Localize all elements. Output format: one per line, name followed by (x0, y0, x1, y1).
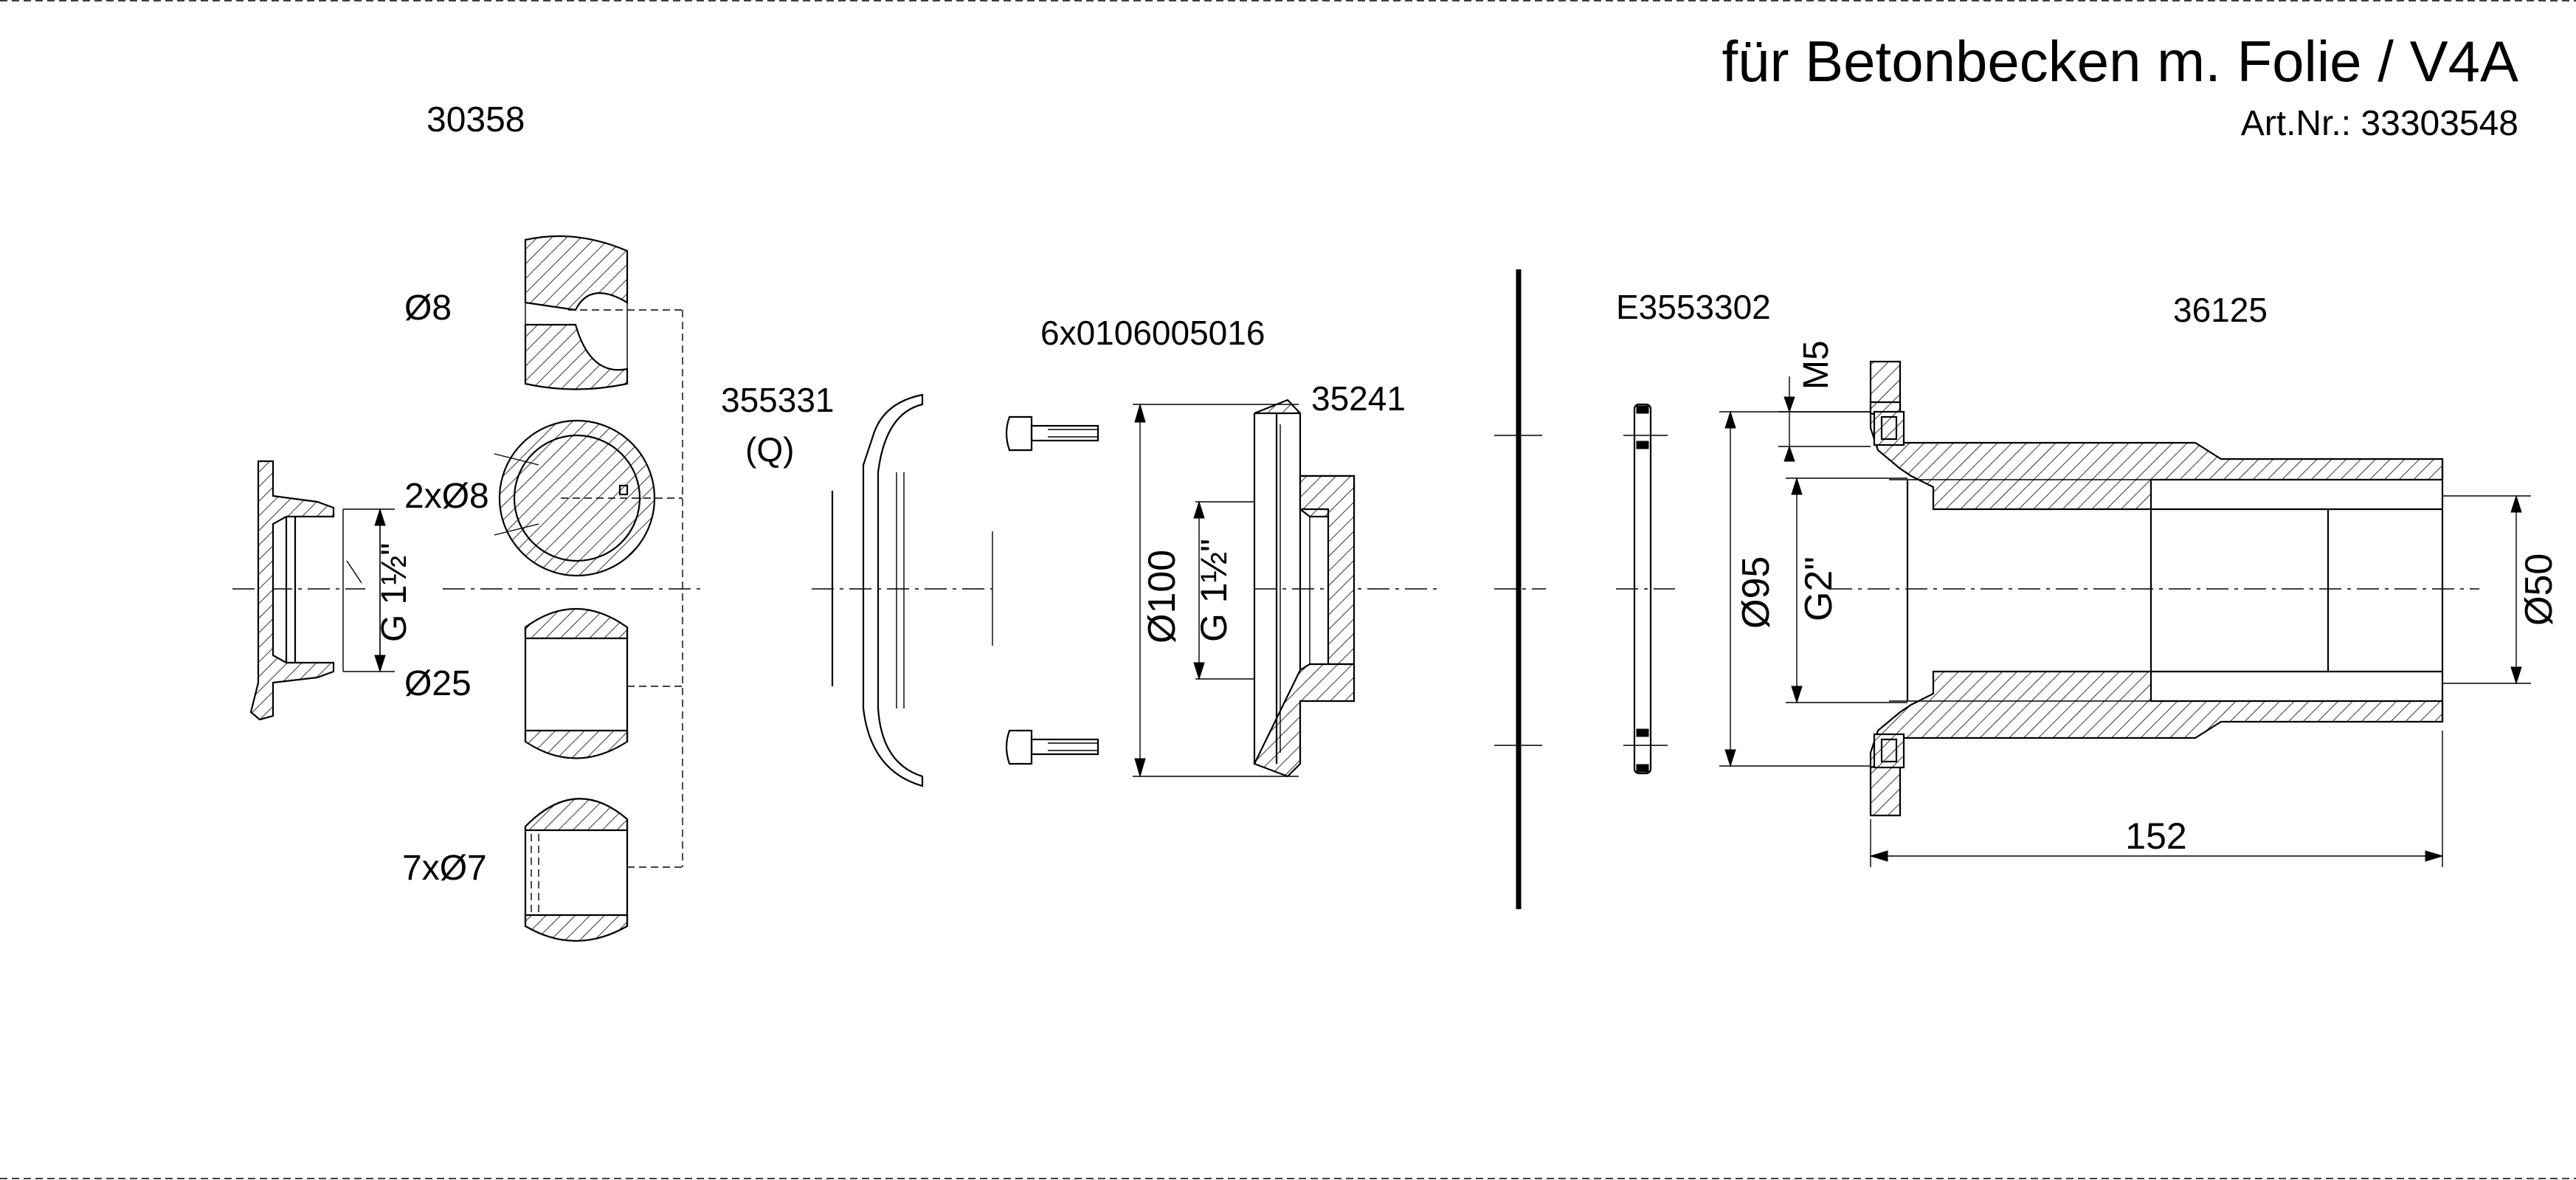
dim-housing-length-line (1869, 731, 2444, 867)
dim-pipe-diameter: Ø50 (2518, 553, 2561, 626)
dim-flange-thread-line (1193, 500, 1254, 680)
dim-housing-length: 152 (2125, 815, 2186, 857)
part-label-gasket: E3553302 (1616, 288, 1771, 326)
dim-insert-thread: G 1½" (375, 543, 414, 642)
article-number: Art.Nr.: 33303548 (2241, 104, 2518, 143)
nozzle-2xd8 (494, 419, 683, 577)
nozzle-label-d25: Ø25 (404, 664, 472, 703)
dim-m5: M5 (1797, 340, 1836, 390)
nozzle-insert (232, 460, 395, 721)
part-label-nozzle-insert: 30358 (427, 100, 525, 139)
nozzle-d8 (524, 235, 683, 390)
screw-top (1005, 415, 1099, 452)
dim-housing-thread: G2" (1798, 556, 1840, 621)
pool-wall (1494, 269, 1546, 909)
screw-bottom (1005, 729, 1099, 765)
part-label-cover-note: (Q) (745, 430, 794, 469)
part-label-flange: 35241 (1311, 379, 1406, 418)
nozzle-7xd7 (524, 798, 683, 942)
dim-pipe-diameter-line (2442, 494, 2531, 685)
nozzle-label-d8: Ø8 (404, 289, 452, 328)
housing-36125 (1830, 360, 2479, 817)
nozzle-label-7xd7: 7xØ7 (402, 849, 487, 888)
dim-housing-outer: Ø95 (1735, 556, 1778, 629)
part-label-housing: 36125 (2173, 291, 2268, 329)
flange-35241 (1253, 398, 1443, 778)
part-label-cover: 355331 (721, 381, 835, 419)
dim-housing-outer-line (1719, 410, 1871, 767)
dim-flange-diameter-line (1133, 403, 1299, 778)
part-label-screws: 6x0106005016 (1040, 314, 1265, 352)
dim-flange-thread: G 1½" (1193, 539, 1235, 642)
gasket-e3553302 (1616, 403, 1675, 775)
drawing-title: für Betonbecken m. Folie / V4A (1722, 29, 2518, 94)
dim-flange-diameter: Ø100 (1141, 550, 1184, 644)
dim-housing-thread-line (1786, 477, 1907, 704)
nozzle-d25 (524, 608, 683, 759)
cover-plate (812, 393, 993, 787)
nozzle-label-2xd8: 2xØ8 (404, 477, 489, 516)
